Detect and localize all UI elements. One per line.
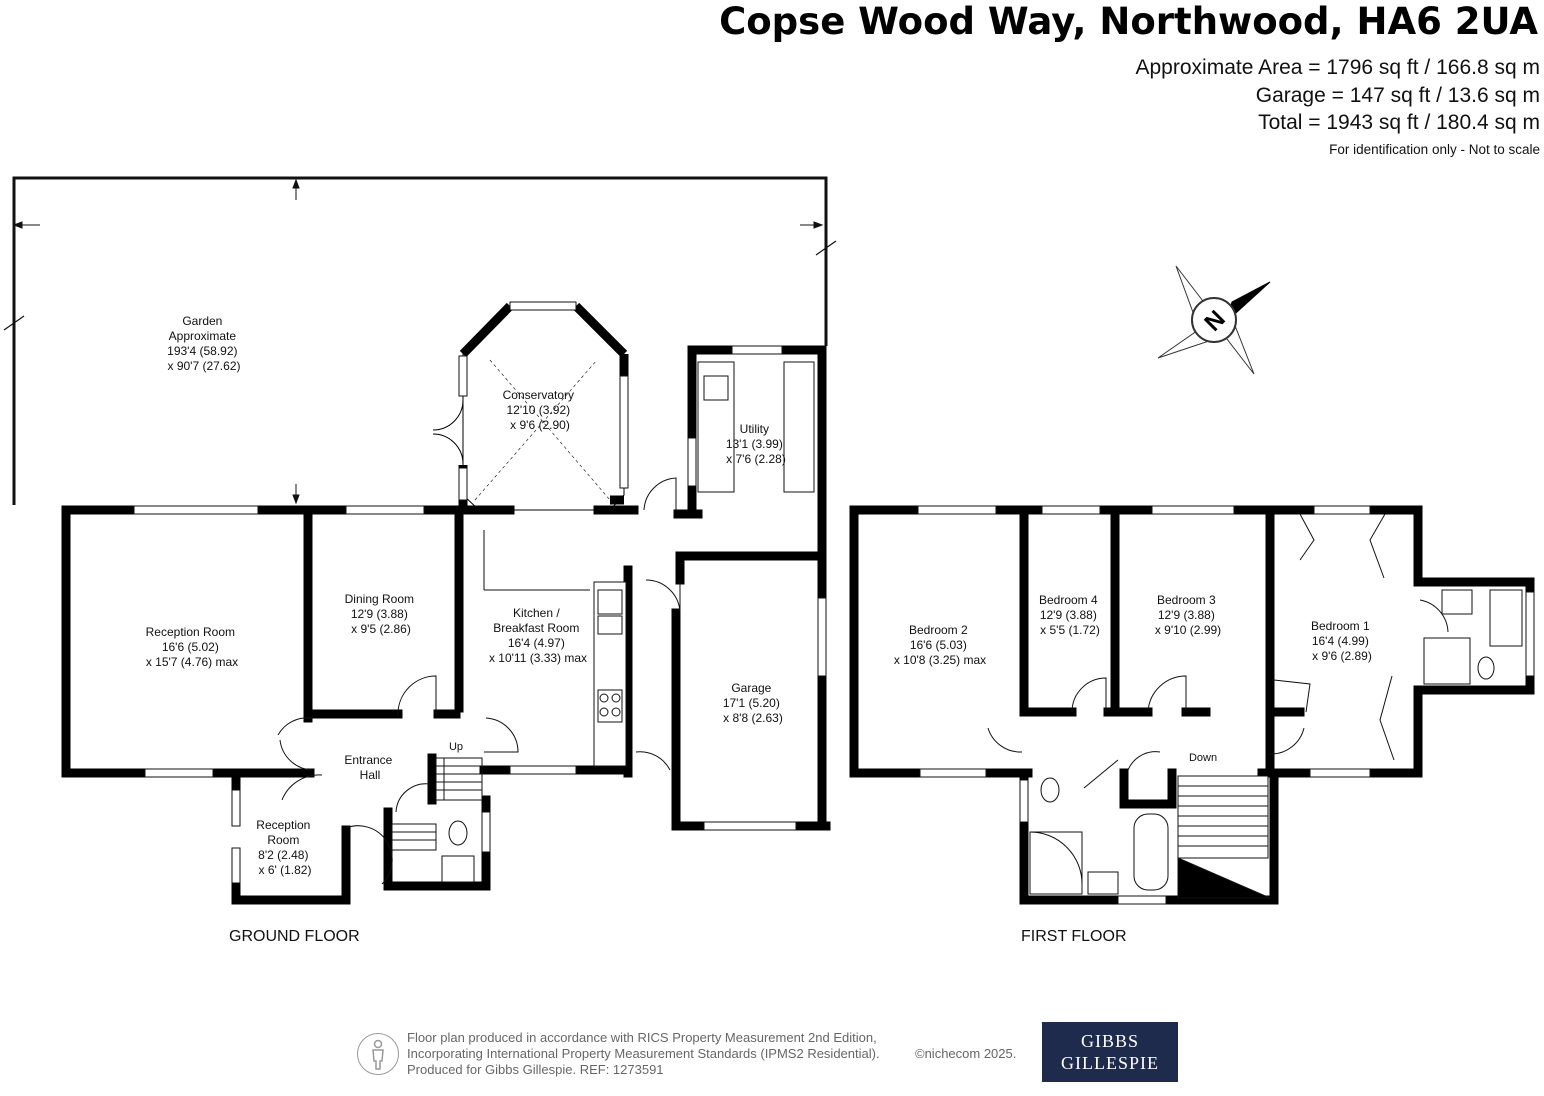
total-area: Total = 1943 sq ft / 180.4 sq m xyxy=(1258,111,1540,134)
footer-line-2: Incorporating International Property Mea… xyxy=(407,1046,880,1061)
first-floor-fittings xyxy=(1029,589,1523,899)
property-title: Copse Wood Way, Northwood, HA6 2UA xyxy=(719,0,1538,43)
ground-stairs xyxy=(391,757,483,851)
logo-line-2: GILLESPIE xyxy=(1061,1053,1159,1073)
logo-line-1: GIBBS xyxy=(1080,1031,1139,1051)
footer-line-1: Floor plan produced in accordance with R… xyxy=(407,1030,877,1045)
small-reception-label: Reception Room 8'2 (2.48) x 6' (1.82) xyxy=(256,818,313,877)
garden-label: Garden Approximate 193'4 (58.92) x 90'7 … xyxy=(167,314,241,373)
garage-area: Garage = 147 sq ft / 13.6 sq m xyxy=(1255,83,1540,107)
bedroom-4-label: Bedroom 4 12'9 (3.88) x 5'5 (1.72) xyxy=(1039,593,1101,637)
room-labels: Garden Approximate 193'4 (58.92) x 90'7 … xyxy=(146,314,1373,877)
identification-note: For identification only - Not to scale xyxy=(1329,142,1540,157)
first-floor-windows xyxy=(917,505,1535,905)
first-floor-label: FIRST FLOOR xyxy=(1021,928,1127,945)
first-floor-doors xyxy=(987,513,1449,789)
ground-floor-walls xyxy=(61,345,831,905)
entrance-hall-label: Entrance Hall xyxy=(344,753,395,782)
copyright: ©nichecom 2025. xyxy=(915,1046,1017,1061)
door-swings xyxy=(277,477,681,885)
bedroom-3-label: Bedroom 3 12'9 (3.88) x 9'10 (2.99) xyxy=(1155,593,1221,637)
first-floor-walls xyxy=(849,505,1535,905)
area-summary: Approximate Area = 1796 sq ft / 166.8 sq… xyxy=(1136,54,1541,137)
footer: Floor plan produced in accordance with R… xyxy=(357,1030,1047,1082)
utility-label: Utility 13'1 (3.99) x 7'6 (2.28) xyxy=(726,422,786,466)
compass-icon: N xyxy=(1157,265,1271,375)
footer-text: Floor plan produced in accordance with R… xyxy=(407,1030,880,1078)
approximate-area: Approximate Area = 1796 sq ft / 166.8 sq… xyxy=(1135,56,1541,79)
footer-line-3: Produced for Gibbs Gillespie. REF: 12735… xyxy=(407,1062,664,1077)
garden-boundary xyxy=(3,176,837,505)
person-icon xyxy=(357,1033,399,1075)
bedroom-1-label: Bedroom 1 16'4 (4.99) x 9'6 (2.89) xyxy=(1311,619,1373,663)
kitchen-fittings xyxy=(483,361,815,767)
garage-label: Garage 17'1 (5.20) x 8'8 (2.63) xyxy=(723,681,783,725)
stairs-down-label: Down xyxy=(1189,752,1217,764)
ground-floor-label: GROUND FLOOR xyxy=(229,928,360,945)
bedroom-2-label: Bedroom 2 16'6 (5.03) x 10'8 (3.25) max xyxy=(894,623,986,667)
kitchen-label: Kitchen / Breakfast Room 16'4 (4.97) x 1… xyxy=(489,606,587,665)
windows xyxy=(133,301,827,884)
conservatory-label: Conservatory 12'10 (3.92) x 9'6 (2.90) xyxy=(503,388,578,432)
gibbs-gillespie-logo: GIBBS GILLESPIE xyxy=(1042,1022,1178,1082)
dining-room-label: Dining Room 12'9 (3.88) x 9'5 (2.86) xyxy=(345,592,418,636)
stairs-up-label: Up xyxy=(449,741,463,753)
reception-room-label: Reception Room 16'6 (5.02) x 15'7 (4.76)… xyxy=(146,625,239,669)
ground-wc-fittings xyxy=(441,820,475,883)
